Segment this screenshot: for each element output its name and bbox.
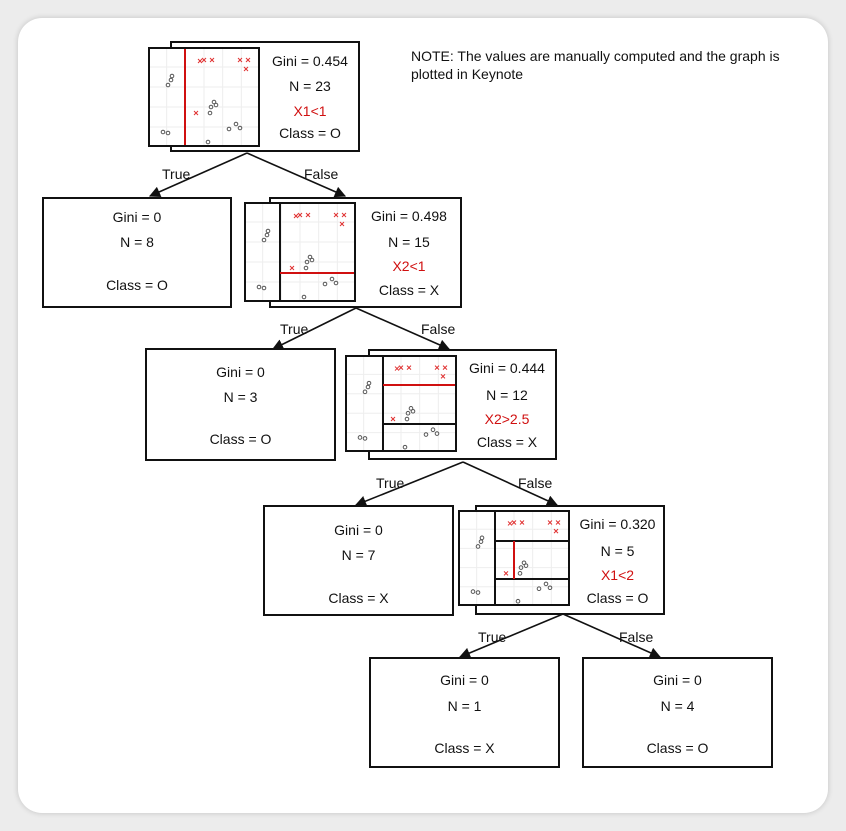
- node-n4-n: N = 3: [223, 389, 258, 405]
- node-n5-split: X2>2.5: [484, 411, 530, 427]
- node-n7-gini: Gini = 0.320: [579, 516, 656, 532]
- node-n3-split: X2<1: [392, 258, 426, 274]
- edge-root-false: [246, 152, 347, 198]
- node-root-class: Class = O: [279, 125, 341, 141]
- edge-n5-false: [462, 461, 559, 506]
- node-n4-class: Class = O: [209, 431, 272, 447]
- node-n7-plot: [458, 510, 570, 606]
- edge-n7-true: [458, 613, 564, 659]
- node-n3-n: N = 15: [388, 234, 430, 250]
- node-n6-gini: Gini = 0: [334, 522, 383, 538]
- node-n5-n: N = 12: [486, 387, 528, 403]
- node-root-split: X1<1: [293, 103, 327, 119]
- edge-label-false: False: [518, 475, 553, 491]
- node-n9-class: Class = O: [646, 740, 709, 756]
- scatter-thumbnail: [244, 202, 356, 302]
- node-n6-class: Class = X: [328, 590, 389, 606]
- edge-label-true: True: [280, 321, 309, 337]
- node-n8-class: Class = X: [434, 740, 495, 756]
- node-leaf-n6: [263, 505, 454, 616]
- edge-label-false: False: [304, 166, 339, 182]
- node-root-gini: Gini = 0.454: [272, 53, 348, 69]
- edge-n5-true: [354, 461, 464, 507]
- node-n5-class: Class = X: [476, 434, 538, 450]
- node-n4-gini: Gini = 0: [216, 364, 265, 380]
- edge-root-true: [148, 152, 248, 198]
- node-n9-n: N = 4: [660, 698, 695, 714]
- edge-n3-false: [355, 307, 451, 351]
- edge-label-true: True: [162, 166, 191, 182]
- node-n6-n: N = 7: [341, 547, 376, 563]
- node-n3-class: Class = X: [378, 282, 440, 298]
- node-n7-class: Class = O: [586, 590, 649, 606]
- edge-n3-true: [271, 307, 357, 350]
- node-n5-plot: [345, 355, 457, 452]
- node-n2-class: Class = O: [106, 277, 168, 293]
- node-leaf-n2: [42, 197, 232, 308]
- node-leaf-n9: [582, 657, 773, 768]
- node-n2-gini: Gini = 0: [112, 209, 162, 225]
- node-n3-plot: [244, 202, 356, 302]
- node-root-n: N = 23: [289, 78, 331, 94]
- edge-label-false: False: [421, 321, 456, 337]
- node-n7-n: N = 5: [600, 543, 635, 559]
- scatter-thumbnail: [458, 510, 570, 606]
- node-leaf-n8: [369, 657, 560, 768]
- node-n9-gini: Gini = 0: [653, 672, 702, 688]
- edge-label-false: False: [619, 629, 654, 645]
- scatter-thumbnail: [148, 47, 260, 147]
- node-leaf-n4: [145, 348, 336, 461]
- node-n3-gini: Gini = 0.498: [371, 208, 447, 224]
- node-n2-n: N = 8: [120, 234, 154, 250]
- edge-label-true: True: [376, 475, 405, 491]
- node-root-plot: [148, 47, 260, 147]
- node-n5-gini: Gini = 0.444: [469, 360, 545, 376]
- node-n8-n: N = 1: [447, 698, 482, 714]
- scatter-thumbnail: [345, 355, 457, 452]
- edge-n7-false: [562, 613, 662, 659]
- node-n8-gini: Gini = 0: [440, 672, 489, 688]
- edge-label-true: True: [478, 629, 507, 645]
- node-n7-split: X1<2: [600, 567, 635, 583]
- note-text: NOTE: The values are manually computed a…: [411, 48, 780, 82]
